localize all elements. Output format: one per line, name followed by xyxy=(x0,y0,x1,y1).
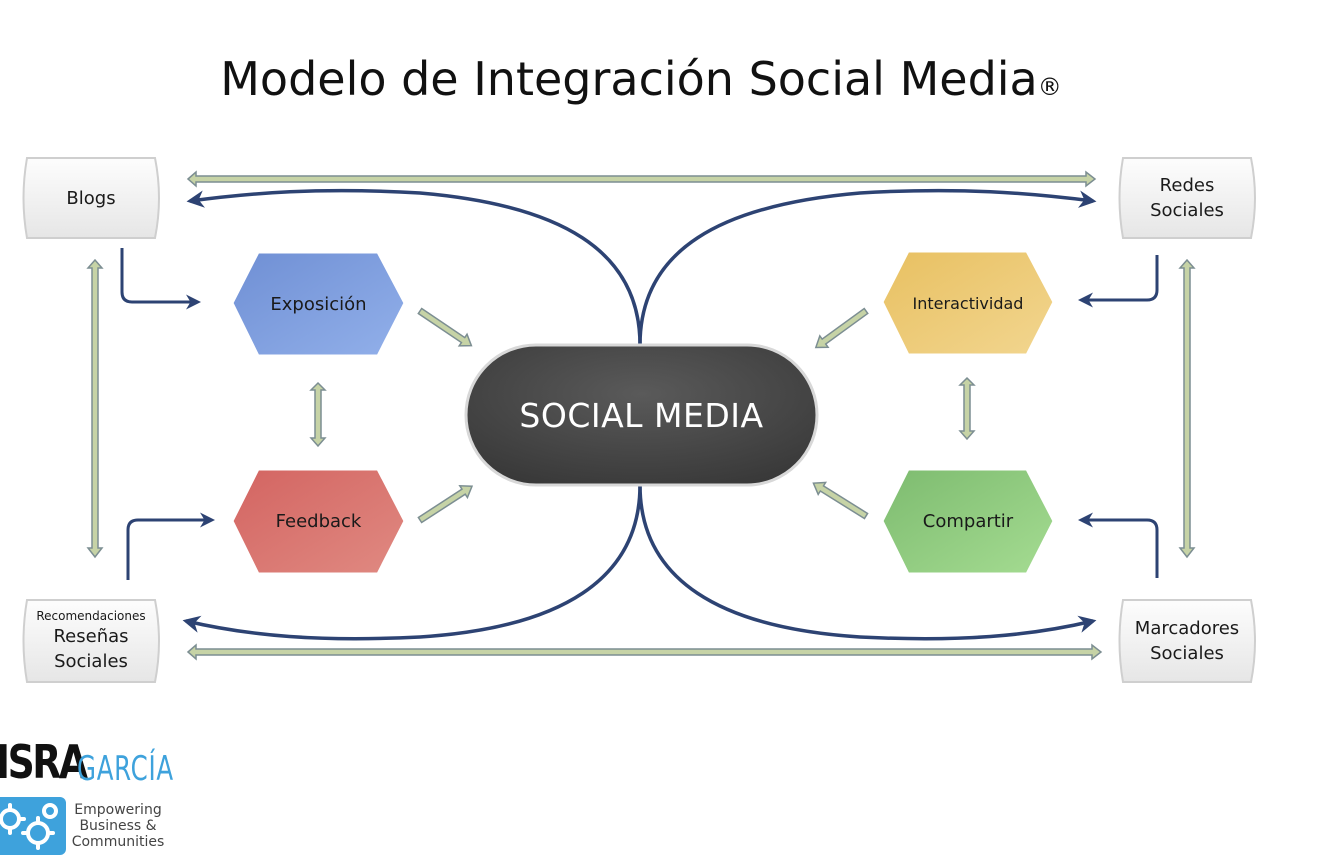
resenas-label-line-2: Sociales xyxy=(54,650,128,672)
redes-sociales-box xyxy=(1118,157,1256,239)
brand-logo: ISRA GARCÍA Empowering Business & Commun… xyxy=(0,735,180,855)
arrow-center-resenas xyxy=(182,484,642,641)
marcadores-sociales-box xyxy=(1118,599,1256,683)
redes-sociales-label: Redes Sociales xyxy=(1123,158,1251,238)
center-pill xyxy=(464,343,819,487)
compartir-label: Compartir xyxy=(922,511,1014,532)
arrow-redes-interactividad xyxy=(1078,255,1159,308)
recomendaciones-label: Recomendaciones xyxy=(36,608,146,623)
tagline-line-2: Business & xyxy=(79,818,157,834)
connector-left xyxy=(86,258,104,559)
hexagon-exposicion xyxy=(230,250,407,358)
interactividad-label: Interactividad xyxy=(912,293,1024,313)
resenas-sociales-box xyxy=(22,599,160,683)
arrow-center-blogs xyxy=(186,188,642,346)
blogs-label: Blogs xyxy=(27,158,155,238)
marcadores-label-line-2: Sociales xyxy=(1150,643,1224,664)
resenas-sociales-label: Recomendaciones Reseñas Sociales xyxy=(27,600,155,682)
connector-interactividad-center xyxy=(814,307,869,349)
gears-icon xyxy=(0,797,66,855)
hexagon-feedback xyxy=(230,467,407,576)
redes-label-line-1: Redes xyxy=(1159,175,1215,196)
feedback-label: Feedback xyxy=(275,511,362,532)
title-text: Modelo de Integración Social Media xyxy=(220,52,1038,106)
arrow-blogs-exposicion xyxy=(120,248,201,310)
marcadores-sociales-label: Marcadores Sociales xyxy=(1123,600,1251,682)
connector-feedback-center xyxy=(417,485,474,524)
connector-exposicion-feedback xyxy=(309,381,327,448)
redes-label-line-2: Sociales xyxy=(1150,200,1224,221)
arrow-center-redes xyxy=(638,188,1097,346)
connector-right xyxy=(1178,258,1196,559)
brand-name-dark: ISRA xyxy=(0,735,88,789)
brand-tagline: Empowering Business & Communities xyxy=(66,802,170,850)
marcadores-label-line-1: Marcadores xyxy=(1134,618,1240,639)
blogs-box xyxy=(22,157,160,239)
hexagon-interactividad xyxy=(880,249,1056,357)
tagline-line-3: Communities xyxy=(71,834,165,850)
connector-bottom xyxy=(186,643,1103,661)
brand-name-accent: GARCÍA xyxy=(77,749,174,789)
connector-compartir-center xyxy=(812,481,869,520)
exposicion-label: Exposición xyxy=(270,293,367,315)
arrow-marcadores-compartir xyxy=(1078,512,1159,578)
connector-interactividad-compartir xyxy=(958,376,976,441)
connector-exposicion-center xyxy=(417,307,473,347)
registered-mark: ® xyxy=(1037,73,1062,101)
blogs-label-line: Blogs xyxy=(66,187,116,209)
tagline-line-1: Empowering xyxy=(74,802,162,818)
arrow-resenas-feedback xyxy=(126,512,215,580)
arrow-center-marcadores xyxy=(638,484,1097,641)
connector-top xyxy=(186,170,1097,188)
resenas-label-line-1: Reseñas xyxy=(53,625,129,647)
diagram-title: Modelo de Integración Social Media® xyxy=(0,52,1282,106)
hexagon-compartir xyxy=(880,467,1056,576)
center-label: SOCIAL MEDIA xyxy=(519,395,764,435)
